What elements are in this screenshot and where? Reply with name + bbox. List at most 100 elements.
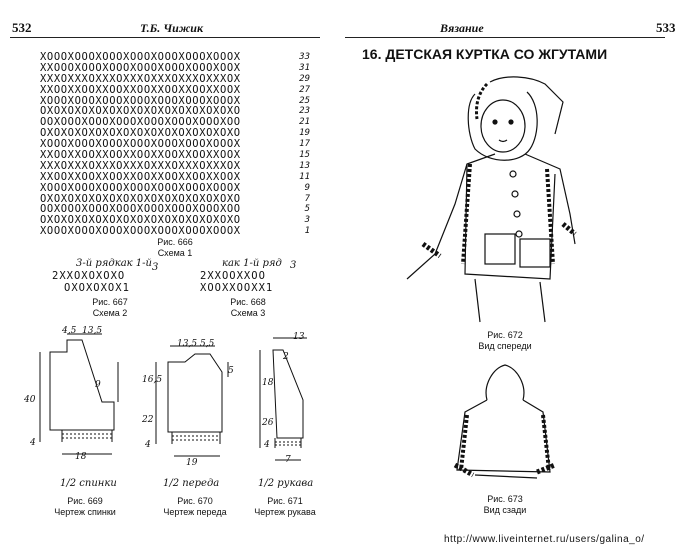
back-pattern-outline — [49, 339, 115, 431]
fig672-label: Рис. 672 — [487, 330, 523, 340]
hood-cable-trim — [475, 82, 489, 120]
back-hood — [485, 364, 525, 401]
chart-row-number: 3 — [304, 215, 310, 226]
chart-row-number: 19 — [299, 128, 310, 139]
front-dim-top1: 13,5 — [177, 339, 198, 349]
sleeve-dim-top: 13 — [293, 332, 305, 342]
fig671-caption: Рис. 671 Чертеж рукава — [240, 496, 330, 518]
fig666-label: Рис. 666 — [157, 237, 193, 247]
fig667-caption: Рис. 667 Схема 2 — [70, 297, 150, 319]
chart-row: OXOXOXOXOXOXOXOXOXOXOXOXOXOXO 7 — [40, 194, 310, 205]
fig671-text: Чертеж рукава — [254, 507, 316, 517]
back-jacket-outline — [456, 399, 551, 473]
fig672-caption: Рис. 672 Вид спереди — [460, 330, 550, 352]
fig671-label: Рис. 671 — [267, 496, 303, 506]
back-dim-side: 9 — [95, 380, 101, 390]
scheme3-row1: 2XXOOXXOO — [200, 270, 266, 282]
chart-row-number: 11 — [299, 171, 310, 182]
child-jacket-front-illustration — [406, 76, 577, 323]
chart-row-cells: OXOXOXOXOXOXOXOXOXOXOXOXOXOXO — [40, 193, 241, 205]
chart-row-number: 23 — [299, 106, 310, 117]
back-cable-left — [459, 414, 469, 471]
chart-row-cells: OXOXOXOXOXOXOXOXOXOXOXOXOXOXO — [40, 215, 241, 227]
sleeve-dim-upper: 2 — [283, 352, 289, 362]
chart-row-cells: XOOOXOOOXOOOXOOOXOOOXOOOXOOOX — [40, 182, 241, 194]
hood-peak — [489, 76, 564, 135]
back-dim-bottom: 4 — [30, 438, 36, 448]
chart-row: XOOOXOOOXOOOXOOOXOOOXOOOXOOOX 25 — [40, 96, 310, 107]
chart-row-number: 25 — [299, 95, 310, 106]
fig673-text: Вид сзади — [483, 505, 527, 515]
chart-row: OXOXOXOXOXOXOXOXOXOXOXOXOXOXO 3 — [40, 215, 310, 226]
chart-row-number: 31 — [299, 62, 310, 73]
chart-row: XXOOOXOOOXOOOXOOOXOOOXOOOXOOX 31 — [40, 63, 310, 74]
face — [480, 99, 526, 153]
chart-row: XOOOXOOOXOOOXOOOXOOOXOOOXOOOX 1 — [40, 226, 310, 237]
sleeve-hand-label: 1/2 рукава — [258, 478, 314, 489]
article-title: 16. ДЕТСКАЯ КУРТКА СО ЖГУТАМИ — [362, 46, 608, 62]
pocket-right — [519, 238, 551, 268]
back-pattern-drawing — [39, 333, 119, 455]
sleeve-dim-width: 7 — [285, 455, 291, 465]
chart-row-cells: XXOOXXOOXXOOXXOOXXOOXXOOXXOOX — [40, 84, 241, 96]
chart-row-cells: OOXOOOXOOOXOOOXOOOXOOOXOOOXOO — [40, 204, 241, 216]
chart-row-cells: OOXOOOXOOOXOOOXOOOXOOOXOOOXOO — [40, 117, 241, 129]
chart-row: XXXOXXXOXXXOXXXOXXXOXXXOXXXOX 13 — [40, 161, 310, 172]
chart-row-cells: XXOOOXOOOXOOOXOOOXOOOXOOOXOOX — [40, 62, 241, 74]
scheme2-row2: OXOXOXOX1 — [64, 282, 130, 294]
front-dim-bottom: 4 — [145, 440, 151, 450]
fig673-caption: Рис. 673 Вид сзади — [460, 494, 550, 516]
cuff-right — [561, 222, 577, 236]
back-dim-top2: 13,5 — [82, 326, 103, 336]
chart-row-number: 7 — [304, 193, 310, 204]
chart-row: XXOOXXOOXXOOXXOOXXOOXXOOXXOOX 27 — [40, 85, 310, 96]
fig669-caption: Рис. 669 Чертеж спинки — [40, 496, 130, 518]
front-dim-width: 19 — [186, 458, 198, 468]
chart-row-number: 13 — [299, 160, 310, 171]
chart-row: XXOOXXOOXXOOXXOOXXOOXXOOXXOOX 11 — [40, 172, 310, 183]
back-cable-right — [541, 414, 551, 471]
front-pattern-outline — [167, 353, 223, 433]
fig669-label: Рис. 669 — [67, 496, 103, 506]
front-dim-mid: 22 — [142, 415, 154, 425]
back-dim-height: 40 — [24, 395, 36, 405]
fig666-caption: Рис. 666 Схема 1 — [130, 237, 220, 259]
scheme3-row-num: 3 — [290, 260, 297, 271]
hood-outline — [467, 91, 538, 161]
sleeve-dim-lower: 26 — [262, 418, 274, 428]
back-dim-width: 18 — [75, 452, 87, 462]
chart-row: OOXOOOXOOOXOOOXOOOXOOOXOOOXOO 21 — [40, 117, 310, 128]
front-pattern-drawing — [155, 345, 229, 457]
sleeve-dim-mid: 18 — [262, 378, 274, 388]
chart-row-cells: XXOOXXOOXXOOXXOOXXOOXXOOXXOOX — [40, 171, 241, 183]
front-cable-right — [545, 168, 555, 265]
front-cable-left — [461, 163, 472, 265]
cuff-left — [421, 241, 442, 259]
chart-row-cells: XXXOXXXOXXXOXXXOXXXOXXXOXXXOX — [40, 160, 241, 172]
chart-row-cells: XOOOXOOOXOOOXOOOXOOOXOOOXOOOX — [40, 226, 241, 238]
scheme2-row1: 2XXOXOXOXO — [52, 270, 126, 282]
front-dim-upper: 16,5 — [142, 375, 163, 385]
chart-row-number: 17 — [299, 139, 310, 150]
fig667-text: Схема 2 — [92, 308, 128, 318]
child-jacket-back-illustration — [453, 364, 556, 479]
back-dim-top1: 4,5 — [62, 326, 77, 336]
left-running-head: Т.Б. Чижик — [140, 21, 204, 35]
chart-row-number: 27 — [299, 84, 310, 95]
fig670-text: Чертеж переда — [163, 507, 227, 517]
chart-row-number: 1 — [304, 226, 310, 237]
fig673-label: Рис. 673 — [487, 494, 523, 504]
right-page-number: 533 — [656, 20, 676, 35]
front-dim-top2: 5,5 — [200, 339, 215, 349]
fig672-text: Вид спереди — [478, 341, 532, 351]
chart-row-number: 21 — [299, 117, 310, 128]
left-header-rule — [10, 37, 320, 38]
chart-row-cells: XXOOXXOOXXOOXXOOXXOOXXOOXXOOX — [40, 150, 241, 161]
left-page-number: 532 — [12, 20, 32, 35]
chart-row-cells: XOOOXOOOXOOOXOOOXOOOXOOOXOOOX — [40, 95, 241, 107]
